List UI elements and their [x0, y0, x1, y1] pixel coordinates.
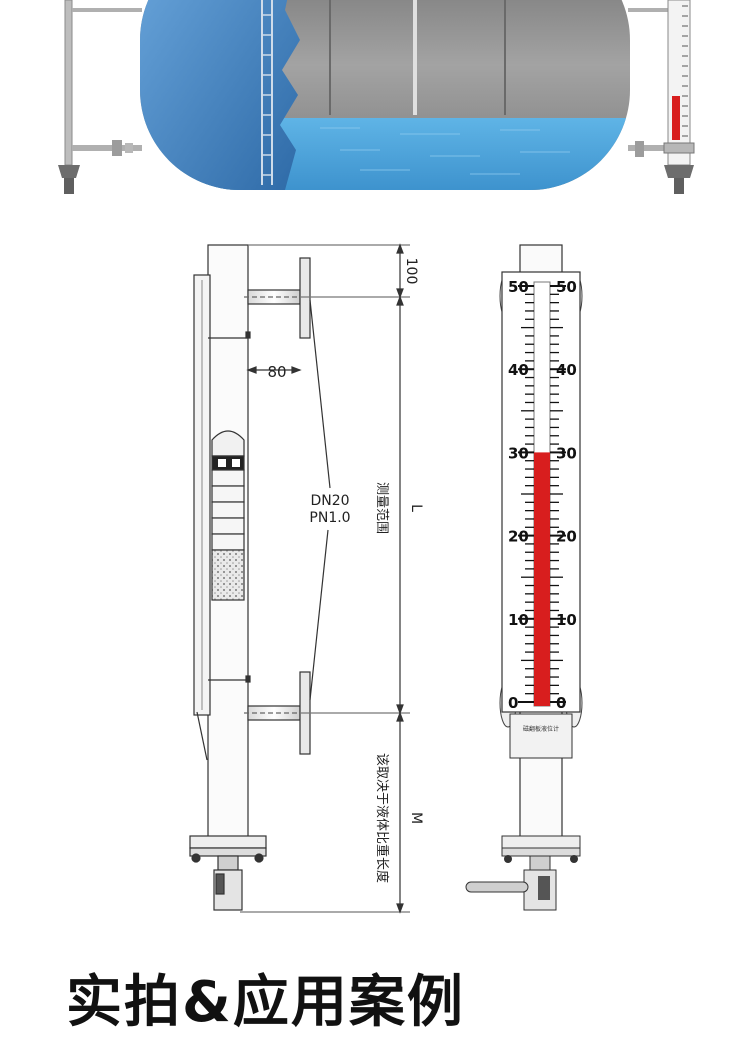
section-title: 实拍&应用案例 [66, 970, 465, 1035]
flange-spec-dn: DN20 [310, 493, 349, 509]
scale-label: 50 [508, 278, 529, 296]
scale-label: 10 [508, 611, 529, 629]
scale-label: 20 [556, 528, 577, 546]
scale-label: 20 [508, 528, 529, 546]
flange-spec-pn: PN1.0 [309, 510, 350, 526]
indicator-gauge: 50 50 40 40 30 30 20 20 10 10 0 0 磁翻板液位计 [465, 244, 583, 911]
scale-labels: 50 50 40 40 30 30 20 20 10 10 0 0 [508, 278, 577, 712]
left-gauge [58, 0, 142, 194]
scale-label: 50 [556, 278, 577, 296]
lower-length-note: 该取决于液体比重长度 [374, 753, 390, 883]
level-indicator-fill [534, 452, 550, 706]
scale-label: 30 [508, 444, 529, 462]
engineering-drawing [189, 243, 410, 914]
dim-measuring-range-letter: L [408, 504, 424, 512]
measuring-range-label: 测量范围 [374, 482, 389, 534]
tank-illustration [58, 0, 695, 194]
scale-label: 40 [508, 361, 529, 379]
scale-ticks [518, 285, 566, 703]
scale-label: 30 [556, 444, 577, 462]
nameplate-label: 磁翻板液位计 [523, 725, 559, 733]
scale-label: 0 [556, 694, 566, 712]
scale-label: 0 [508, 694, 518, 712]
dim-flange-distance: 80 [267, 363, 286, 381]
dim-top-offset: 100 [403, 258, 419, 285]
scale-label: 10 [556, 611, 577, 629]
right-gauge [628, 0, 695, 194]
scale-label: 40 [556, 361, 577, 379]
dim-lower-length-letter: M [408, 812, 424, 824]
